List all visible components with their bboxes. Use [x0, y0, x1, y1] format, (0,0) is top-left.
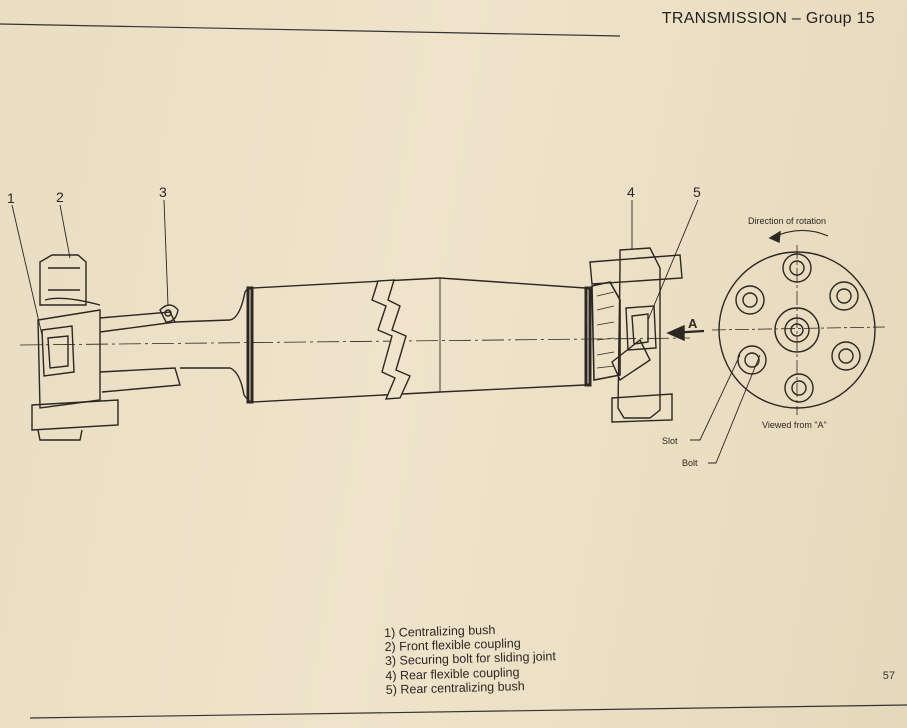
page-number: 57 [882, 670, 895, 682]
bolt-label: Bolt [682, 458, 698, 468]
view-caption: Viewed from "A" [762, 420, 827, 430]
callout-2: 2 [56, 189, 64, 205]
sliding-joint-bolt [159, 304, 179, 323]
front-flexible-coupling [31, 254, 181, 441]
shaft-centerline [19, 337, 691, 346]
callout-1: 1 [7, 190, 15, 206]
leader-lines [11, 199, 761, 464]
page-header: TRANSMISSION – Group 15 [662, 10, 875, 28]
header-group: Group 15 [805, 10, 875, 27]
callout-4: 4 [627, 184, 635, 200]
view-a-arrow [666, 324, 705, 342]
flange-end-view [711, 229, 886, 415]
rotation-label: Direction of rotation [748, 216, 826, 226]
tube-break-mark [371, 279, 411, 400]
slot-label: Slot [662, 436, 678, 446]
header-separator: – [791, 10, 802, 27]
arrow-a-label: A [688, 316, 698, 331]
callout-3: 3 [159, 184, 167, 200]
callout-5: 5 [693, 184, 701, 200]
footer-rule [29, 704, 907, 719]
parts-legend: 1) Centralizing bush 2) Front flexible c… [384, 618, 686, 697]
header-rule [0, 23, 621, 37]
shaft-tube [174, 277, 592, 404]
header-section: TRANSMISSION [661, 10, 788, 27]
rear-flexible-coupling [589, 247, 683, 423]
